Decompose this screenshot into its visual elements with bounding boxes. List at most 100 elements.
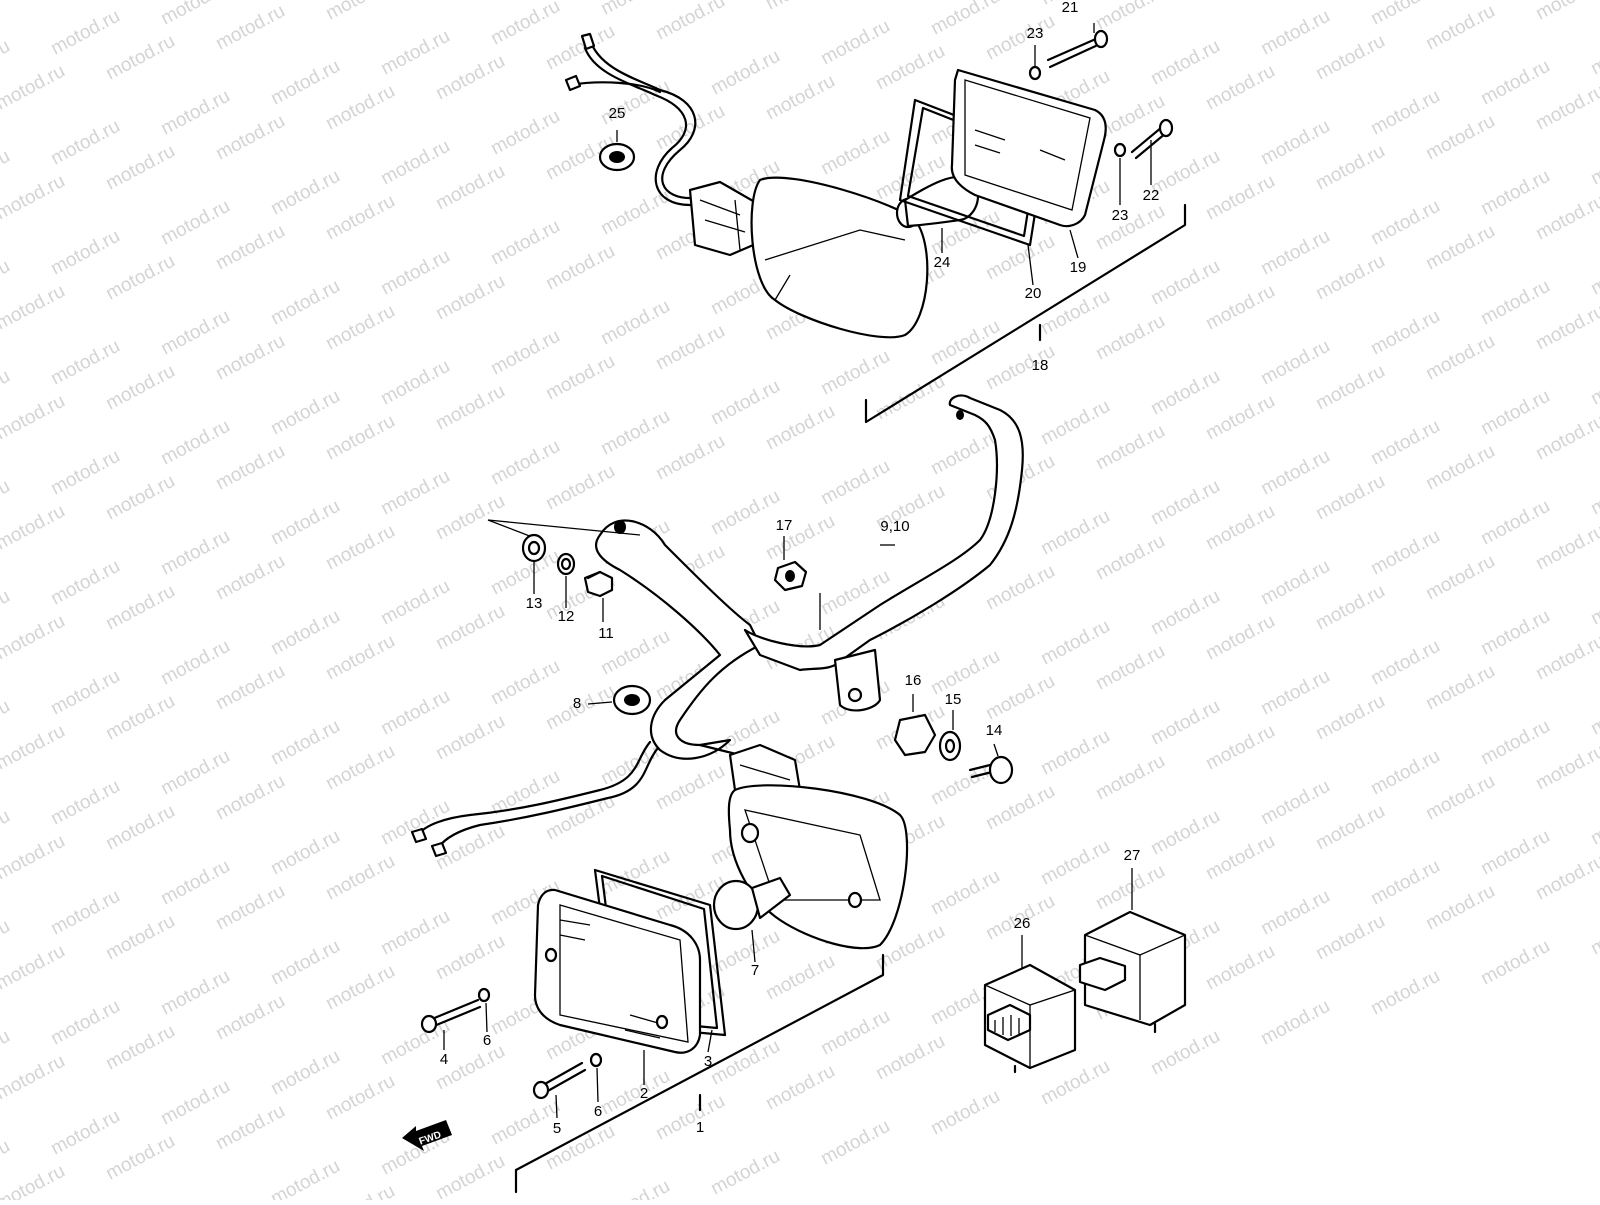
watermark-text: motod.ru	[322, 411, 398, 465]
label-part-22: 22	[1143, 187, 1160, 204]
watermark-text: motod.ru	[1312, 581, 1388, 635]
label-part-23-upper: 23	[1027, 25, 1044, 42]
watermark-text: motod.ru	[762, 1061, 838, 1115]
watermark-text: motod.ru	[1312, 31, 1388, 85]
watermark-text: motod.ru	[982, 781, 1058, 835]
watermark-text: motod.ru	[1587, 356, 1600, 410]
watermark-text: motod.ru	[487, 106, 563, 160]
watermark-text: motod.ru	[1532, 411, 1600, 465]
watermark-text: motod.ru	[157, 416, 233, 470]
watermark-text: motod.ru	[1312, 691, 1388, 745]
watermark-text: motod.ru	[47, 886, 123, 940]
watermark-text: motod.ru	[487, 656, 563, 710]
watermark-text: motod.ru	[1257, 886, 1333, 940]
watermark-text: motod.ru	[597, 1176, 673, 1200]
watermark-text: motod.ru	[1587, 686, 1600, 740]
watermark-text: motod.ru	[1367, 306, 1443, 360]
watermark-text: motod.ru	[1422, 441, 1498, 495]
label-part-2: 2	[640, 1085, 648, 1102]
watermark-text: motod.ru	[1202, 0, 1278, 4]
watermark-text: motod.ru	[377, 686, 453, 740]
watermark-text: motod.ru	[1587, 136, 1600, 190]
watermark-text: motod.ru	[157, 1076, 233, 1130]
watermark-text: motod.ru	[1367, 416, 1443, 470]
watermark-text: motod.ru	[872, 41, 948, 95]
watermark-text: motod.ru	[1477, 276, 1553, 330]
watermark-text: motod.ru	[982, 231, 1058, 285]
relay-units	[983, 910, 1187, 1074]
watermark-text: motod.ru	[1202, 721, 1278, 775]
bracket-hardware	[521, 533, 1014, 785]
watermark-text: motod.ru	[652, 0, 728, 44]
watermark-text: motod.ru	[0, 1136, 14, 1190]
watermark-text: motod.ru	[1312, 911, 1388, 965]
watermark-text: motod.ru	[1422, 551, 1498, 605]
watermark-text: motod.ru	[487, 216, 563, 270]
watermark-text: motod.ru	[542, 241, 618, 295]
watermark-text: motod.ru	[322, 301, 398, 355]
watermark-text: motod.ru	[212, 331, 288, 385]
watermark-text: motod.ru	[102, 31, 178, 85]
watermark-text: motod.ru	[322, 81, 398, 135]
watermark-text: motod.ru	[652, 1091, 728, 1145]
watermark-text: motod.ru	[322, 521, 398, 575]
watermark-text: motod.ru	[157, 0, 233, 29]
watermark-text: motod.ru	[1092, 0, 1168, 34]
watermark-text: motod.ru	[432, 1151, 508, 1200]
watermark-text: motod.ru	[0, 586, 14, 640]
watermark-text: motod.ru	[157, 526, 233, 580]
watermark-text: motod.ru	[1257, 336, 1333, 390]
watermark-text: motod.ru	[0, 256, 14, 310]
watermark-text: motod.ru	[1312, 141, 1388, 195]
watermark-text: motod.ru	[1037, 506, 1113, 560]
watermark-text: motod.ru	[1532, 0, 1600, 24]
watermark-text: motod.ru	[0, 916, 14, 970]
label-part-6-right: 6	[594, 1103, 602, 1120]
watermark-text: motod.ru	[212, 991, 288, 1045]
watermark-text: motod.ru	[212, 771, 288, 825]
watermark-text: motod.ru	[597, 0, 673, 19]
watermark-text: motod.ru	[817, 126, 893, 180]
label-part-25: 25	[609, 105, 626, 122]
label-part-24: 24	[934, 254, 951, 271]
watermark-text: motod.ru	[212, 551, 288, 605]
watermark-text: motod.ru	[1202, 61, 1278, 115]
watermark-text: motod.ru	[1202, 171, 1278, 225]
watermark-text: motod.ru	[267, 496, 343, 550]
watermark-text: motod.ru	[0, 831, 69, 885]
watermark-text: motod.ru	[707, 926, 783, 980]
label-part-23-lower: 23	[1112, 207, 1129, 224]
watermark-text: motod.ru	[157, 86, 233, 140]
watermark-text: motod.ru	[1257, 996, 1333, 1050]
upper-turn-signal-assembly	[564, 29, 1187, 424]
watermark-text: motod.ru	[102, 251, 178, 305]
watermark-text: motod.ru	[432, 271, 508, 325]
watermark-text: motod.ru	[102, 361, 178, 415]
watermark-text: motod.ru	[597, 296, 673, 350]
watermark-text: motod.ru	[1587, 466, 1600, 520]
watermark-text: motod.ru	[377, 136, 453, 190]
watermark-text: motod.ru	[1422, 331, 1498, 385]
watermark-text: motod.ru	[1367, 856, 1443, 910]
watermark-text: motod.ru	[487, 436, 563, 490]
watermark-text: motod.ru	[1422, 881, 1498, 935]
watermark-text: motod.ru	[982, 561, 1058, 615]
watermark-text: motod.ru	[1092, 751, 1168, 805]
watermark-text: motod.ru	[212, 1101, 288, 1155]
label-part-16: 16	[905, 672, 922, 689]
watermark-text: motod.ru	[267, 606, 343, 660]
watermark-text: motod.ru	[1092, 311, 1168, 365]
watermark-text: motod.ru	[1147, 36, 1223, 90]
watermark-text: motod.ru	[157, 306, 233, 360]
watermark-text: motod.ru	[102, 141, 178, 195]
watermark-text: motod.ru	[1202, 501, 1278, 555]
watermark-text: motod.ru	[1037, 1056, 1113, 1110]
watermark-text: motod.ru	[1422, 221, 1498, 275]
watermark-text: motod.ru	[817, 456, 893, 510]
watermark-text: motod.ru	[267, 276, 343, 330]
watermark-text: motod.ru	[927, 646, 1003, 700]
watermark-text: motod.ru	[267, 826, 343, 880]
watermark-text: motod.ru	[707, 46, 783, 100]
watermark-text: motod.ru	[0, 1026, 14, 1080]
watermark-text: motod.ru	[432, 601, 508, 655]
